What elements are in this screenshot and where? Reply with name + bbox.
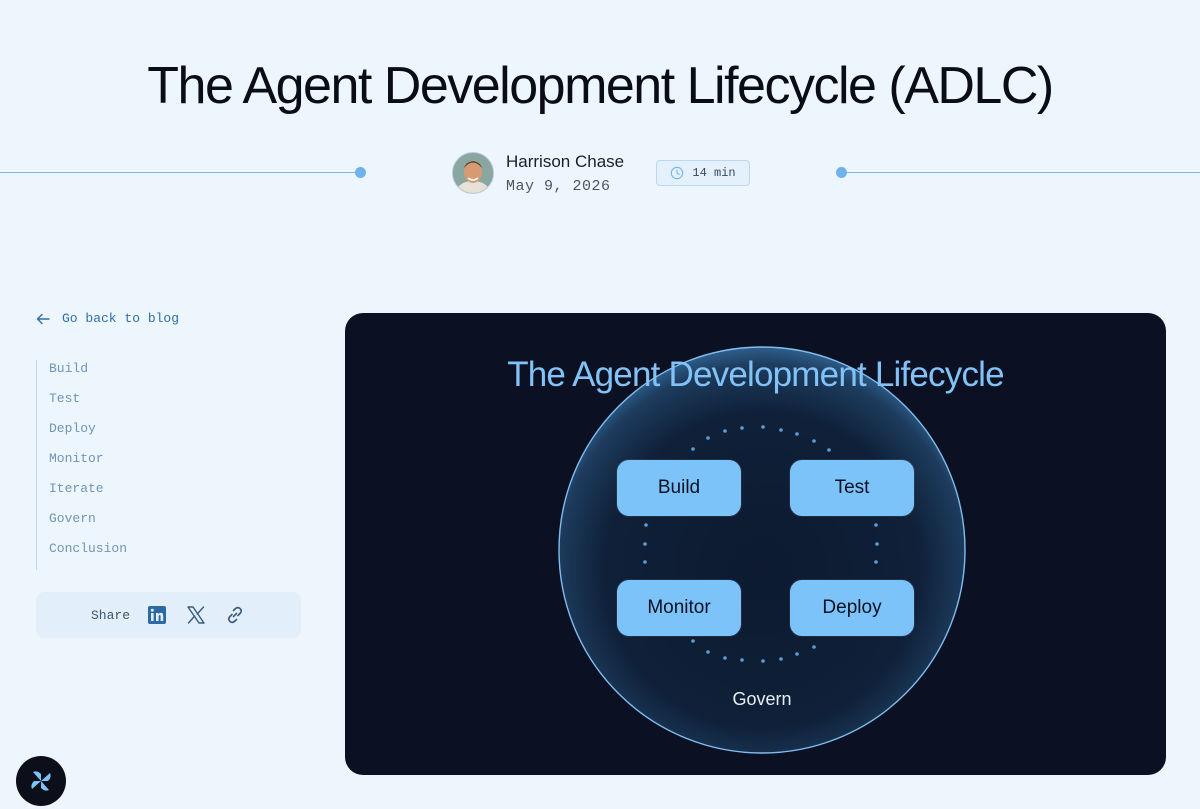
linkedin-icon xyxy=(148,606,167,624)
toc-item-monitor[interactable]: Monitor xyxy=(49,451,104,466)
govern-label: Govern xyxy=(732,689,792,709)
avatar-image xyxy=(453,153,493,193)
author-avatar[interactable] xyxy=(452,152,494,194)
toc-item-govern[interactable]: Govern xyxy=(49,511,96,526)
read-time-badge: 14 min xyxy=(656,160,750,186)
back-to-blog-link[interactable]: Go back to blog xyxy=(36,311,179,326)
copy-link-button[interactable] xyxy=(224,604,246,626)
stage-monitor[interactable]: Monitor xyxy=(617,580,741,636)
x-share-button[interactable] xyxy=(185,604,207,626)
diagram-graphics xyxy=(558,346,966,754)
toc-item-build[interactable]: Build xyxy=(49,361,89,376)
divider-right xyxy=(842,172,1200,173)
share-label: Share xyxy=(91,607,131,623)
clock-icon xyxy=(671,166,684,180)
publish-date: May 9, 2026 xyxy=(506,178,611,195)
x-icon xyxy=(187,606,205,624)
toc-item-deploy[interactable]: Deploy xyxy=(49,421,96,436)
lifecycle-diagram: The Agent Development Lifecycle Build Te… xyxy=(345,313,1166,775)
cycle-dots xyxy=(643,425,879,663)
toc-item-conclusion[interactable]: Conclusion xyxy=(49,541,128,556)
divider-left xyxy=(0,172,360,173)
toc-item-test[interactable]: Test xyxy=(49,391,81,406)
table-of-contents: Build Test Deploy Monitor Iterate Govern… xyxy=(36,360,199,570)
stage-deploy[interactable]: Deploy xyxy=(790,580,914,636)
divider-dot-right xyxy=(836,167,847,178)
share-bar: Share xyxy=(36,592,301,638)
stage-build[interactable]: Build xyxy=(617,460,741,516)
link-icon xyxy=(227,606,243,624)
read-time: 14 min xyxy=(692,166,736,180)
divider-dot-left xyxy=(355,167,366,178)
toc-item-iterate[interactable]: Iterate xyxy=(49,481,104,496)
arrow-left-icon xyxy=(36,313,50,324)
site-logo-button[interactable] xyxy=(16,756,66,806)
author-name[interactable]: Harrison Chase xyxy=(506,152,625,171)
govern-ring xyxy=(558,346,966,754)
page-title: The Agent Development Lifecycle (ADLC) xyxy=(147,57,1054,115)
back-to-blog-label: Go back to blog xyxy=(62,311,180,326)
stage-test[interactable]: Test xyxy=(790,460,914,516)
logo-icon xyxy=(31,771,51,791)
linkedin-share-button[interactable] xyxy=(146,604,168,626)
